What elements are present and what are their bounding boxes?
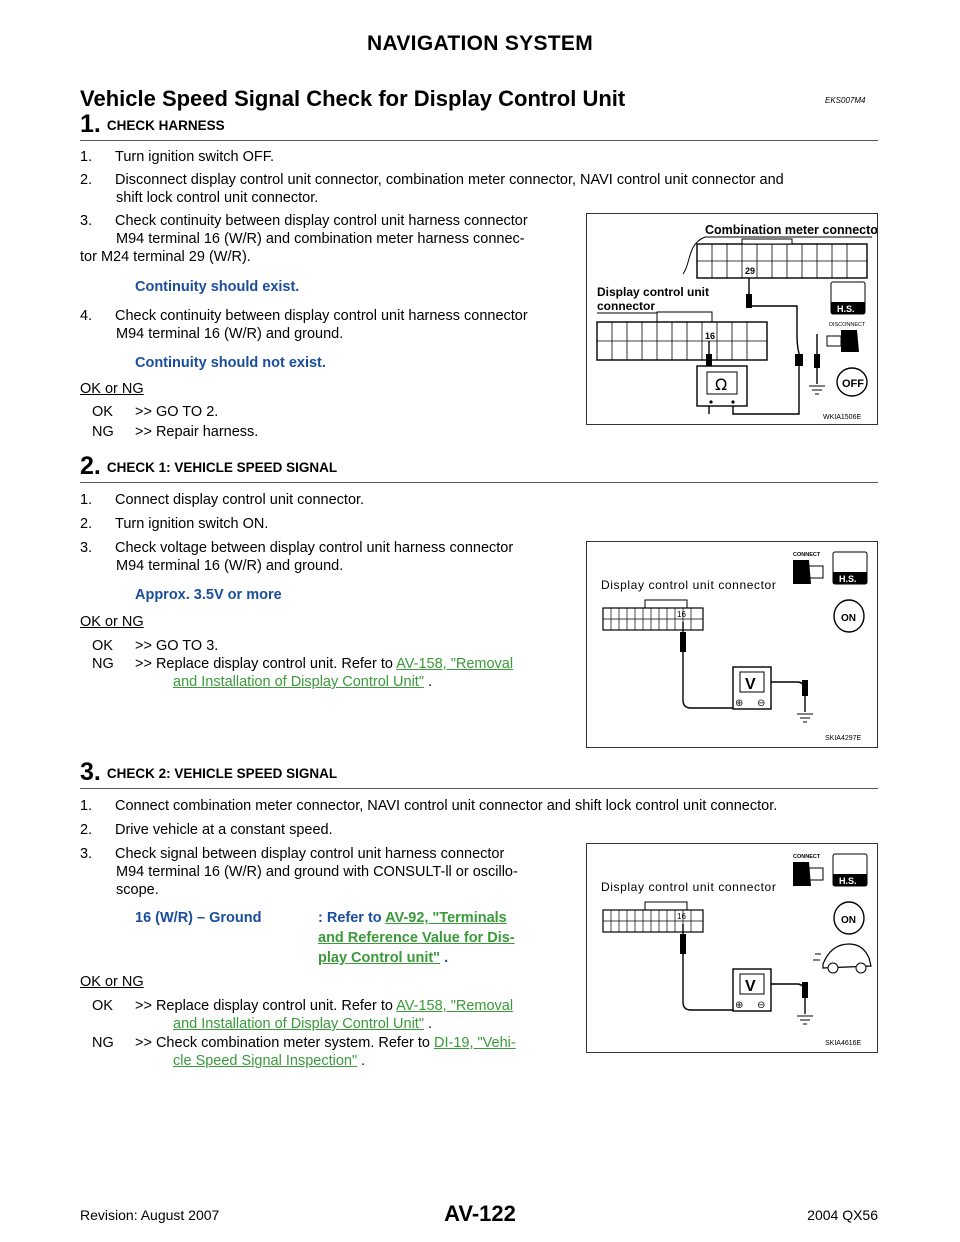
step2-okng: OK or NG xyxy=(80,614,144,630)
step3-spec-val-3: play Control unit" . xyxy=(318,950,449,966)
meter-connector-label: Combination meter connector xyxy=(705,223,877,237)
figure-skia4297e-drawing: Display control unit connector 16 V ⊕ ⊖ … xyxy=(601,551,868,742)
step2-item-2: 2.Turn ignition switch ON. xyxy=(80,516,269,532)
figure2-caption: SKIA4297E xyxy=(825,735,862,742)
step1-ok-row: OK>> GO TO 2. xyxy=(92,404,219,420)
minus-terminal-3: ⊖ xyxy=(757,1000,765,1011)
on-icon-label: ON xyxy=(841,613,856,624)
page-header: NAVIGATION SYSTEM xyxy=(367,32,593,55)
step2-divider xyxy=(80,482,878,483)
step3-item-3-cont2: scope. xyxy=(116,882,159,898)
step1-spec2: Continuity should not exist. xyxy=(135,355,326,371)
step3-divider xyxy=(80,788,878,789)
step3-spec-val-2: and Reference Value for Dis- xyxy=(318,930,515,946)
pin-29-label: 29 xyxy=(745,266,755,276)
step1-item-2-cont: shift lock control unit connector. xyxy=(116,190,319,206)
page-number: AV-122 xyxy=(444,1201,516,1226)
step3-ng-row-cont: cle Speed Signal Inspection" . xyxy=(173,1053,366,1069)
pin-16-label-3: 16 xyxy=(677,912,686,921)
step3-item-3: 3.Check signal between display control u… xyxy=(80,846,505,862)
step2-ng-row: NG>> Replace display control unit. Refer… xyxy=(92,656,514,672)
step3-ok-row-cont: and Installation of Display Control Unit… xyxy=(173,1016,433,1032)
on-icon-label-3: ON xyxy=(841,915,856,926)
step1-number: 1. xyxy=(80,110,101,138)
voltmeter-symbol: V xyxy=(745,676,756,693)
dcu-connector-label-3: Display control unit connector xyxy=(601,880,776,894)
pin-16-label-2: 16 xyxy=(677,610,686,619)
step3-spec-link[interactable]: AV-92, "Terminals xyxy=(385,910,507,926)
pin-16-label: 16 xyxy=(705,331,715,341)
figure-wkia1506e-drawing: Combination meter connector 29 Display c… xyxy=(596,223,883,421)
step3-item-1: 1.Connect combination meter connector, N… xyxy=(80,798,778,814)
dcu-label-2: connector xyxy=(597,299,655,313)
step3-number: 3. xyxy=(80,758,101,786)
step3-title: CHECK 2: VEHICLE SPEED SIGNAL xyxy=(106,766,338,781)
voltmeter-symbol-3: V xyxy=(745,978,756,995)
hs-icon-label: H.S. xyxy=(837,304,855,314)
step1-divider xyxy=(80,140,878,141)
figure3-caption: SKIA4616E xyxy=(825,1040,862,1047)
footer-model: 2004 QX56 xyxy=(807,1207,878,1223)
hs-icon-label-3: H.S. xyxy=(839,876,857,886)
step1-item-3: 3.Check continuity between display contr… xyxy=(80,213,528,229)
step3-ok-row: OK>> Replace display control unit. Refer… xyxy=(92,998,514,1014)
step1-item-4: 4.Check continuity between display contr… xyxy=(80,308,528,324)
step3-ng-link[interactable]: DI-19, "Vehi- xyxy=(434,1035,516,1051)
figure-skia4297e: Display control unit connector 16 V ⊕ ⊖ … xyxy=(586,541,878,748)
step3-spec-link-3[interactable]: play Control unit" xyxy=(318,950,441,966)
step3-ok-link[interactable]: AV-158, "Removal xyxy=(396,998,514,1014)
step1-item-3-cont2: tor M24 terminal 29 (W/R). xyxy=(80,249,251,265)
step1-title: CHECK HARNESS xyxy=(106,118,225,133)
dcu-connector-label: Display control unit connector xyxy=(601,578,776,592)
step3-spec-key: 16 (W/R) – Ground xyxy=(135,910,262,926)
minus-terminal: ⊖ xyxy=(757,698,765,709)
step1-okng: OK or NG xyxy=(80,381,144,397)
step1-item-1: 1.Turn ignition switch OFF. xyxy=(80,149,275,165)
step2-item-3: 3.Check voltage between display control … xyxy=(80,540,514,556)
figure-skia4616e-drawing: Display control unit connector 16 V ⊕ ⊖ … xyxy=(601,853,872,1047)
plus-terminal: ⊕ xyxy=(735,698,743,709)
disconnect-label: DISCONNECT xyxy=(829,322,866,328)
driving-car-icon xyxy=(813,943,872,974)
connect-label-3: CONNECT xyxy=(793,854,821,860)
step3-item-2: 2.Drive vehicle at a constant speed. xyxy=(80,822,333,838)
step2-ng-link[interactable]: AV-158, "Removal xyxy=(396,656,514,672)
step3-item-3-cont1: M94 terminal 16 (W/R) and ground with CO… xyxy=(116,864,518,880)
off-icon-label: OFF xyxy=(842,378,864,390)
step3-ok-link-cont[interactable]: and Installation of Display Control Unit… xyxy=(173,1016,424,1032)
step2-item-1: 1.Connect display control unit connector… xyxy=(80,492,365,508)
step3-ng-link-cont[interactable]: cle Speed Signal Inspection" xyxy=(173,1053,358,1069)
ohmmeter-symbol: Ω xyxy=(715,375,727,394)
connect-label: CONNECT xyxy=(793,552,821,558)
step3-heading: 3. CHECK 2: VEHICLE SPEED SIGNAL xyxy=(80,758,337,787)
step2-item-3-cont1: M94 terminal 16 (W/R) and ground. xyxy=(116,558,344,574)
hs-icon-label-2: H.S. xyxy=(839,574,857,584)
section-title: Vehicle Speed Signal Check for Display C… xyxy=(80,86,626,111)
step1-ng-row: NG>> Repair harness. xyxy=(92,424,259,440)
step3-spec-link-2[interactable]: and Reference Value for Dis- xyxy=(318,930,515,946)
figure-wkia1506e: Combination meter connector 29 Display c… xyxy=(586,213,883,425)
step1-item-2: 2.Disconnect display control unit connec… xyxy=(80,172,784,188)
step2-number: 2. xyxy=(80,452,101,480)
step2-heading: 2. CHECK 1: VEHICLE SPEED SIGNAL xyxy=(80,452,337,481)
step3-spec-val: : Refer to AV-92, "Terminals xyxy=(318,910,507,926)
figure1-caption: WKIA1506E xyxy=(823,414,861,421)
step3-ng-row: NG>> Check combination meter system. Ref… xyxy=(92,1035,516,1051)
step2-ng-row-cont: and Installation of Display Control Unit… xyxy=(173,674,433,690)
plus-terminal-3: ⊕ xyxy=(735,1000,743,1011)
dcu-label-1: Display control unit xyxy=(597,285,709,299)
step2-ng-link-cont[interactable]: and Installation of Display Control Unit… xyxy=(173,674,424,690)
footer-revision: Revision: August 2007 xyxy=(80,1207,220,1223)
step2-ok-row: OK>> GO TO 3. xyxy=(92,638,219,654)
figure-skia4616e: Display control unit connector 16 V ⊕ ⊖ … xyxy=(586,843,878,1053)
step1-item-3-cont1: M94 terminal 16 (W/R) and combination me… xyxy=(116,231,525,247)
step1-heading: 1. CHECK HARNESS xyxy=(80,110,225,139)
step1-item-4-cont1: M94 terminal 16 (W/R) and ground. xyxy=(116,326,344,342)
step2-title: CHECK 1: VEHICLE SPEED SIGNAL xyxy=(106,460,338,475)
step1-spec1: Continuity should exist. xyxy=(135,279,300,295)
step3-okng: OK or NG xyxy=(80,974,144,990)
step2-spec: Approx. 3.5V or more xyxy=(135,587,282,603)
section-code: EKS007M4 xyxy=(825,96,866,105)
